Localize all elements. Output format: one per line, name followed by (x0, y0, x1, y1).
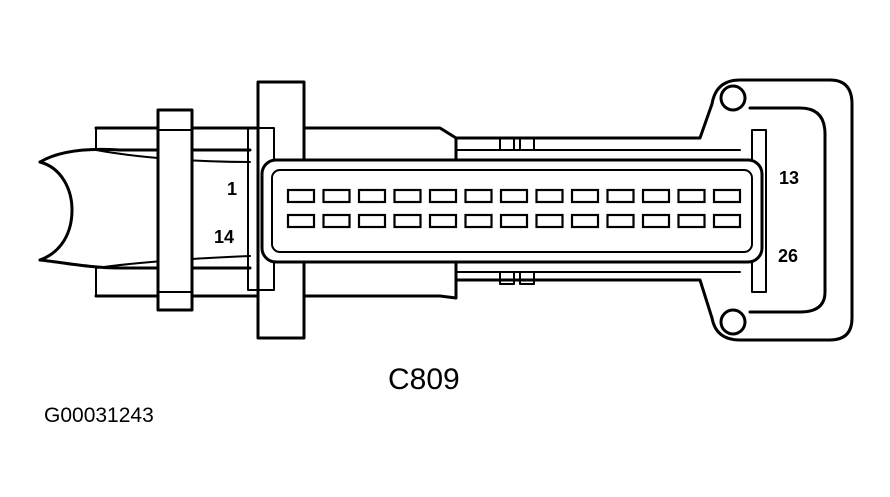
pin-label-first-row2: 14 (214, 227, 234, 247)
pin-terminal (677, 188, 706, 204)
pin-terminal (428, 213, 458, 229)
pin-terminal (712, 213, 742, 229)
pin-terminal (286, 188, 316, 204)
pin-terminal (499, 213, 529, 229)
connector-name: C809 (388, 363, 460, 396)
pin-terminal (570, 188, 600, 204)
mounting-hole-bottom (719, 308, 747, 336)
pin-label-last-row2: 26 (778, 246, 798, 266)
pin-terminal (322, 188, 351, 204)
pin-terminal (393, 213, 422, 229)
pin-terminal (535, 188, 564, 204)
pin-row-2 (286, 213, 742, 229)
locking-collar-outer (156, 108, 194, 312)
pin-label-first-row1: 1 (227, 179, 237, 199)
pin-terminal (641, 188, 671, 204)
pin-terminal (606, 213, 635, 229)
cavity-face-inner (271, 169, 753, 253)
shroud-ribs (455, 137, 741, 285)
pin-terminal (286, 213, 316, 229)
pin-terminal (677, 213, 706, 229)
pin-terminal (464, 188, 493, 204)
pin-terminal (464, 213, 493, 229)
retaining-frame (454, 78, 854, 342)
pin-terminal (357, 188, 387, 204)
pin-terminal (393, 188, 422, 204)
pin-terminal (322, 213, 351, 229)
pin-terminal (641, 213, 671, 229)
locking-collar-inner (157, 129, 193, 293)
wire-harness (38, 127, 252, 297)
pin-terminal (606, 188, 635, 204)
pin-terminal (535, 213, 564, 229)
pin-cavity-face (260, 158, 764, 264)
pin-terminal (357, 213, 387, 229)
pin-terminal (499, 188, 529, 204)
pin-label-last-row1: 13 (779, 168, 799, 188)
pin-terminal (712, 188, 742, 204)
figure-id: G00031243 (44, 404, 154, 427)
pin-row-1 (286, 188, 742, 204)
pin-terminal (570, 213, 600, 229)
mounting-hole-top (719, 84, 747, 112)
pin-terminal (428, 188, 458, 204)
